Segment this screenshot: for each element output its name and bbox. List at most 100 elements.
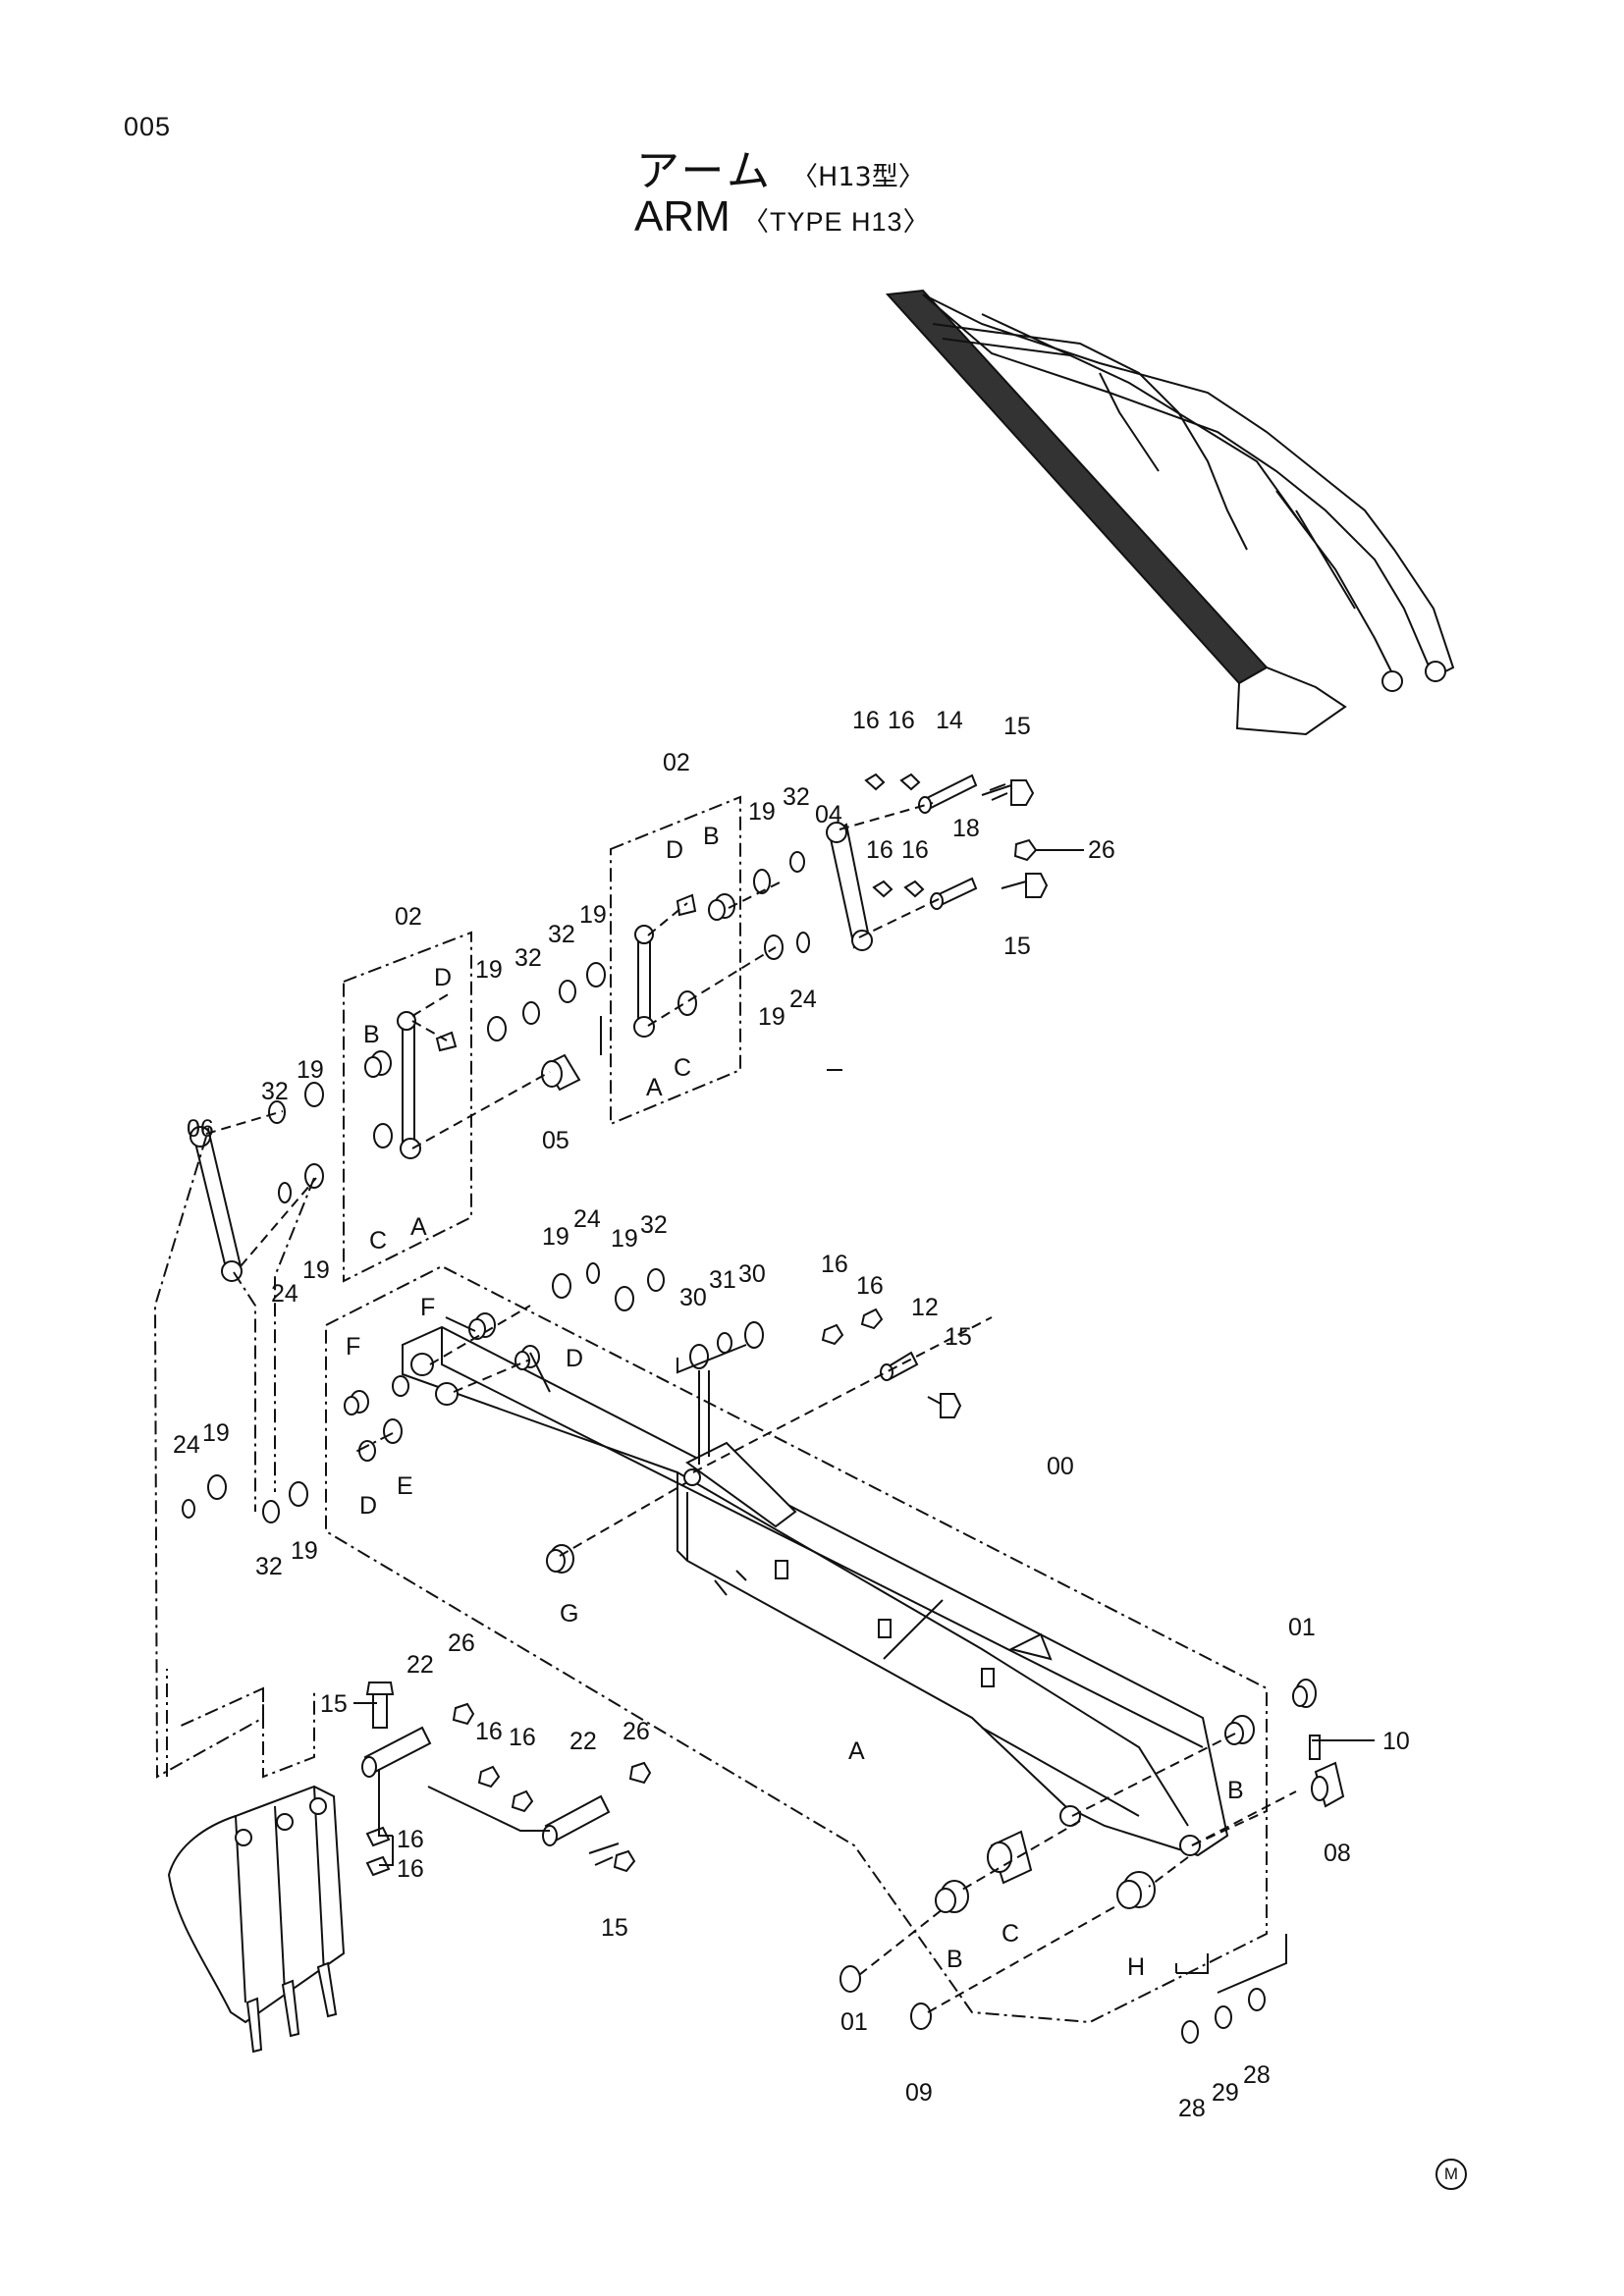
group-box-02-right (610, 795, 741, 1126)
callout-label: 30 (679, 1284, 707, 1311)
callout-label: 32 (783, 783, 810, 811)
callout-label: 24 (573, 1205, 601, 1233)
excavator-overview-illustration (885, 289, 1455, 736)
callout-label: 26 (1088, 836, 1115, 864)
callout-label: B (703, 823, 720, 850)
callout-label: C (674, 1054, 691, 1082)
callout-label: H (1127, 1953, 1145, 1981)
callout-label: 30 (738, 1260, 766, 1288)
callout-label: 00 (1047, 1453, 1074, 1480)
callout-label: 19 (579, 901, 607, 929)
callout-label: 19 (542, 1223, 569, 1251)
callout-label: 19 (611, 1225, 638, 1253)
callout-label: 19 (297, 1056, 324, 1084)
callout-label: C (369, 1227, 387, 1255)
link-rod-left (397, 1011, 421, 1159)
callout-label: 01 (840, 2008, 868, 2036)
callout-label: 28 (1178, 2095, 1206, 2122)
callout-label: 02 (663, 749, 690, 776)
title-japanese: アーム 〈H13型〉 (636, 135, 925, 198)
callout-label: 18 (952, 815, 980, 842)
callout-label: D (434, 964, 452, 991)
callout-label: 16 (888, 707, 915, 734)
bucket-illustration (167, 1785, 346, 2054)
title-jp-model: 〈H13型〉 (791, 162, 925, 192)
page-number: 005 (124, 112, 172, 141)
callout-label: 15 (945, 1323, 972, 1351)
callout-label: 08 (1324, 1840, 1351, 1867)
arm-body (402, 1325, 1229, 1857)
callout-label: 32 (261, 1078, 289, 1105)
callout-label: 22 (406, 1651, 434, 1679)
callout-label: A (646, 1074, 663, 1101)
callout-label: E (397, 1472, 413, 1500)
callout-label: 24 (789, 986, 817, 1013)
group-box-00-arm (325, 1264, 1268, 2024)
callout-label: 05 (542, 1127, 569, 1154)
callout-label: B (363, 1021, 380, 1048)
callout-label: B (947, 1946, 963, 1973)
callout-label: 32 (548, 921, 575, 948)
callout-label: 16 (509, 1724, 536, 1751)
callout-label: 01 (1288, 1614, 1316, 1641)
callout-label: 19 (748, 798, 776, 826)
callout-label: 15 (601, 1914, 628, 1942)
callout-label: 31 (709, 1266, 736, 1294)
callout-labels: 16 16 14 15 02 19 32 04 18 16 16 26 15 D… (173, 707, 1410, 2122)
callout-label: 15 (1003, 713, 1031, 740)
title-english: ARM 〈TYPE H13〉 (634, 192, 931, 241)
callout-label: 16 (852, 707, 880, 734)
connection-lines (153, 802, 1375, 2013)
title-en-main: ARM (634, 192, 731, 240)
group-box-02-left (343, 931, 472, 1283)
callout-label: C (1001, 1920, 1019, 1948)
link-rod-right (633, 925, 655, 1038)
callout-label: A (410, 1213, 427, 1241)
callout-label: 19 (202, 1419, 230, 1447)
callout-label: 16 (397, 1855, 424, 1883)
callout-label: 32 (255, 1553, 283, 1580)
callout-label: A (848, 1737, 865, 1765)
hardware-parts (182, 773, 1345, 2044)
callout-label: D (666, 836, 683, 864)
link-06 (189, 1126, 243, 1282)
link-04 (826, 822, 873, 951)
callout-label: 16 (475, 1718, 503, 1745)
callout-label: G (560, 1600, 578, 1628)
callout-label: 24 (271, 1280, 298, 1308)
callout-label: 15 (320, 1690, 348, 1718)
callout-label: 06 (187, 1115, 214, 1143)
callout-label: 26 (623, 1718, 650, 1745)
callout-label: 19 (291, 1537, 318, 1565)
callout-label: 26 (448, 1629, 475, 1657)
callout-label: 16 (397, 1826, 424, 1853)
callout-label: 24 (173, 1431, 200, 1459)
callout-label: F (346, 1333, 360, 1361)
callout-label: 32 (640, 1211, 668, 1239)
callout-label: 12 (911, 1294, 939, 1321)
title-jp-main: アーム (636, 146, 775, 196)
callout-label: F (420, 1294, 435, 1321)
callout-label: 04 (815, 801, 842, 828)
callout-label: 16 (856, 1272, 884, 1300)
callout-label: 14 (936, 707, 963, 734)
callout-label: 28 (1243, 2061, 1271, 2089)
callout-label: 19 (475, 956, 503, 984)
callout-label: D (359, 1492, 377, 1520)
callout-label: 09 (905, 2079, 933, 2107)
callout-label: D (566, 1345, 583, 1372)
title-en-model: 〈TYPE H13〉 (742, 207, 931, 237)
callout-label: 32 (514, 944, 542, 972)
callout-label: B (1227, 1777, 1244, 1804)
manufacturer-mark: M (1435, 2159, 1467, 2190)
callout-label: 15 (1003, 933, 1031, 960)
callout-label: 22 (569, 1728, 597, 1755)
callout-label: 19 (302, 1256, 330, 1284)
callout-label: 19 (758, 1003, 785, 1031)
callout-label: 16 (901, 836, 929, 864)
callout-label: 16 (821, 1251, 848, 1278)
callout-label: 29 (1212, 2079, 1239, 2107)
callout-label: 16 (866, 836, 893, 864)
callout-label: 02 (395, 903, 422, 931)
